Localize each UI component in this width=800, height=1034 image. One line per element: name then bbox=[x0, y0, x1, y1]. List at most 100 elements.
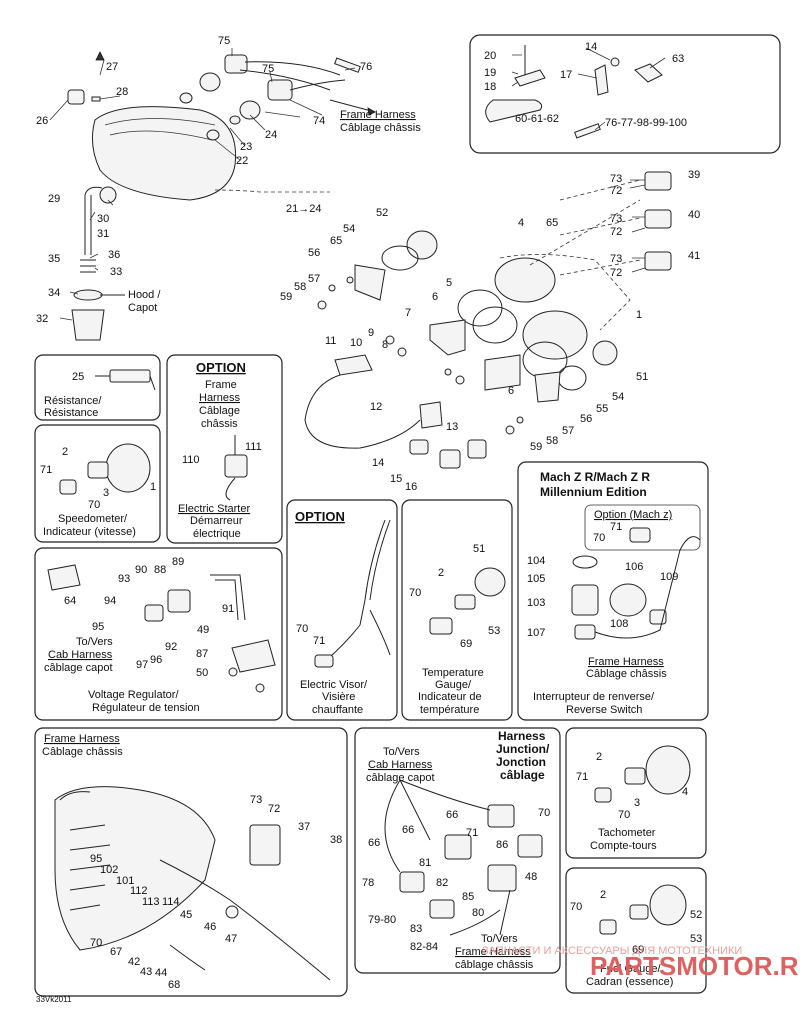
pn-72d: 72 bbox=[268, 803, 280, 815]
connector-92 bbox=[144, 604, 164, 622]
starter-title2: Démarreur bbox=[190, 515, 243, 527]
speedometer-labels: 2 71 1 3 70 Speedometer/ Indicateur (vit… bbox=[40, 446, 156, 538]
washer-58b bbox=[516, 416, 524, 424]
pn-94: 94 bbox=[104, 595, 116, 607]
plate-10 bbox=[334, 354, 373, 376]
starter-wire bbox=[225, 477, 236, 501]
pn-48: 48 bbox=[525, 871, 537, 883]
pn-113: 113 bbox=[142, 896, 160, 908]
pn-54b: 54 bbox=[612, 391, 624, 403]
connector-75a bbox=[224, 54, 248, 74]
range-21-24: 21→24 bbox=[286, 203, 321, 215]
mach-fh2: Câblage châssis bbox=[586, 668, 667, 680]
fuel-labels: 2 70 52 53 69 Fuel Gauge/ Cadran (essenc… bbox=[570, 889, 702, 988]
pn-95: 95 bbox=[92, 621, 104, 633]
headlight-wires bbox=[239, 61, 346, 91]
pn-4: 4 bbox=[518, 217, 524, 229]
watermark-brand: PARTSMOTOR.RU bbox=[590, 951, 800, 981]
connector-107 bbox=[574, 624, 596, 640]
speedo-title2: Indicateur (vitesse) bbox=[43, 526, 136, 538]
panel-fuel-gauge bbox=[565, 867, 707, 994]
pn-71a: 71 bbox=[40, 464, 52, 476]
pn-31: 31 bbox=[97, 228, 109, 240]
headlight-adjuster bbox=[71, 186, 125, 341]
pn-72c: 72 bbox=[610, 267, 622, 279]
pn-57b: 57 bbox=[562, 425, 574, 437]
pn-41: 41 bbox=[688, 250, 700, 262]
pn-76: 76 bbox=[360, 61, 372, 73]
nut-14 bbox=[610, 57, 620, 67]
pn-71e: 71 bbox=[576, 771, 588, 783]
nut-59 bbox=[317, 300, 327, 310]
pn-103: 103 bbox=[527, 597, 545, 609]
pn-102: 102 bbox=[100, 864, 118, 876]
pn-6b: 6 bbox=[508, 385, 514, 397]
pn-56a: 56 bbox=[308, 247, 320, 259]
pn-2b: 2 bbox=[438, 567, 444, 579]
connector-41 bbox=[644, 251, 672, 271]
pn-73a: 73 bbox=[610, 173, 622, 185]
pn-80: 80 bbox=[472, 907, 484, 919]
starter-title3: électrique bbox=[193, 528, 241, 540]
resistor-25 bbox=[109, 369, 151, 383]
bulb-socket bbox=[67, 89, 85, 105]
pn-14b: 14 bbox=[372, 457, 384, 469]
pn-51b: 51 bbox=[473, 543, 485, 555]
pn-13: 13 bbox=[446, 421, 458, 433]
pn-109: 109 bbox=[660, 571, 678, 583]
connector-78 bbox=[399, 871, 425, 893]
bulb-icon bbox=[95, 51, 105, 61]
pn-29: 29 bbox=[48, 193, 60, 205]
pn-106: 106 bbox=[625, 561, 643, 573]
connector-85 bbox=[487, 864, 517, 892]
speedo-title1: Speedometer/ bbox=[58, 513, 128, 525]
visor-plug bbox=[314, 654, 334, 668]
connector-15-16 bbox=[439, 449, 461, 469]
frame-ribs bbox=[59, 791, 111, 911]
pn-1b: 1 bbox=[150, 481, 156, 493]
pn-30: 30 bbox=[97, 213, 109, 225]
pn-93: 93 bbox=[118, 573, 130, 585]
pn-22: 22 bbox=[236, 155, 248, 167]
nut-50b bbox=[255, 683, 265, 693]
regulator-labels: 89 90 88 93 64 94 91 95 49 92 To/Vers Ca… bbox=[44, 556, 234, 714]
pn-91: 91 bbox=[222, 603, 234, 615]
pn-70h: 70 bbox=[570, 901, 582, 913]
pn-65b: 65 bbox=[330, 235, 342, 247]
tachometer-gauge bbox=[645, 745, 691, 795]
hood-label-2: Capot bbox=[128, 302, 157, 314]
clip-17 bbox=[594, 64, 609, 96]
harness-main-wire bbox=[159, 859, 331, 981]
jn-bot2: Frame Harness bbox=[455, 946, 531, 958]
top-frame-harness-1: Frame Harness bbox=[340, 109, 416, 121]
jn-bot3: câblage châssis bbox=[455, 959, 534, 971]
pn-70e: 70 bbox=[90, 937, 102, 949]
pn-34: 34 bbox=[48, 287, 60, 299]
pn-46: 46 bbox=[204, 921, 216, 933]
nut-59b bbox=[505, 425, 515, 435]
watermark: ЗАПЧАСТИ И АКСЕССУАРЫ ДЛЯ МОТОТЕХНИКИ PA… bbox=[482, 945, 800, 981]
pn-70c: 70 bbox=[409, 587, 421, 599]
top-part-numbers: 75 75 76 74 24 23 22 27 28 26 29 30 31 3… bbox=[36, 35, 700, 325]
washer-9b bbox=[397, 347, 407, 357]
jn-to3: câblage capot bbox=[366, 772, 435, 784]
washer-34 bbox=[73, 289, 103, 301]
pn-64: 64 bbox=[64, 595, 76, 607]
tach-plug bbox=[594, 787, 612, 803]
pn-3b: 3 bbox=[634, 797, 640, 809]
pn-55: 55 bbox=[596, 403, 608, 415]
watermark-line1: ЗАПЧАСТИ И АКСЕССУАРЫ ДЛЯ МОТОТЕХНИКИ bbox=[482, 945, 742, 957]
pn-73d: 73 bbox=[250, 794, 262, 806]
mach-header2: Millennium Edition bbox=[540, 485, 647, 499]
pn-32: 32 bbox=[36, 313, 48, 325]
pn-82: 82 bbox=[436, 877, 448, 889]
pn-4b: 4 bbox=[682, 786, 688, 798]
mach-header1: Mach Z R/Mach Z R bbox=[540, 470, 650, 484]
pn-25: 25 bbox=[72, 371, 84, 383]
visor-labels: OPTION 70 71 Electric Visor/ Visière cha… bbox=[295, 509, 368, 716]
knob-30 bbox=[99, 186, 117, 204]
pn-73b: 73 bbox=[610, 213, 622, 225]
grommet-46 bbox=[225, 905, 239, 919]
pn-97: 97 bbox=[136, 659, 148, 671]
